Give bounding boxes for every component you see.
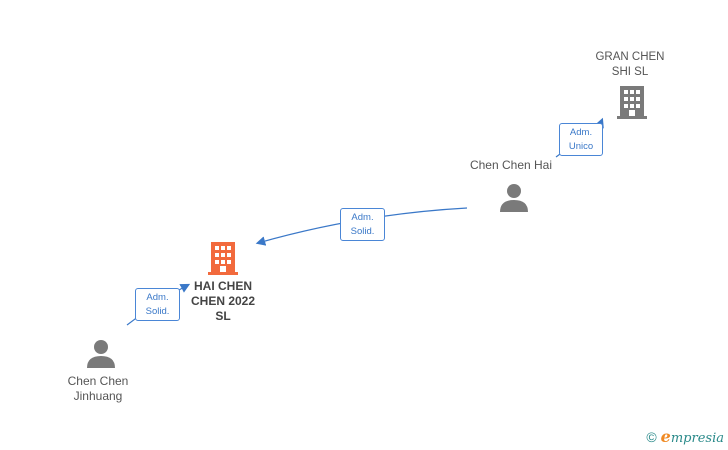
building-icon[interactable] (207, 240, 239, 276)
relation-label-adm-unico[interactable]: Adm. Unico (559, 123, 603, 156)
brand-footer: © empresia (646, 427, 724, 446)
copyright-icon: © (646, 428, 657, 445)
person-icon[interactable] (498, 182, 530, 214)
relation-label-adm-solid[interactable]: Adm. Solid. (340, 208, 385, 241)
node-label-chen-chen-jinhuang[interactable]: Chen Chen Jinhuang (67, 374, 129, 403)
building-icon[interactable] (616, 84, 648, 120)
relation-label-adm-solid[interactable]: Adm. Solid. (135, 288, 180, 321)
node-label-gran-chen[interactable]: GRAN CHEN SHI SL (595, 51, 665, 78)
empresia-logo[interactable]: empresia (660, 427, 724, 446)
node-label-chen-chen-hai[interactable]: Chen Chen Hai (469, 158, 553, 172)
person-icon[interactable] (85, 338, 117, 370)
node-label-hai-chen[interactable]: HAI CHEN CHEN 2022 SL (190, 279, 256, 323)
